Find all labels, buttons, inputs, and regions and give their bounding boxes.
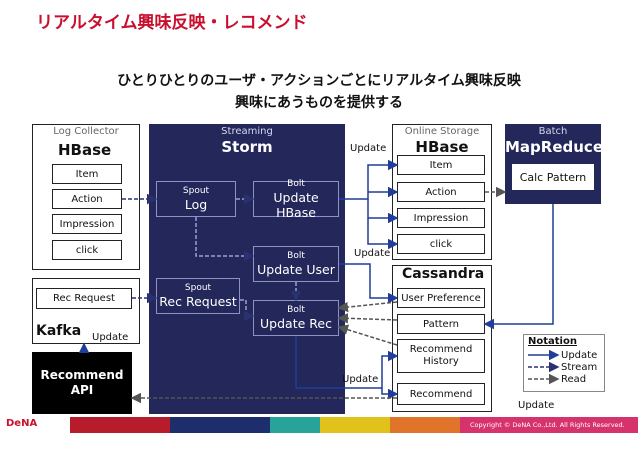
stream-spout-log-to-bolt-user xyxy=(195,217,255,262)
log-collector-hbase-title: HBase xyxy=(58,141,112,159)
spout-log-kind: Spout xyxy=(182,186,210,196)
streaming-label: Streaming xyxy=(221,126,273,137)
subtitle-line-2: 興味にあうものを提供する xyxy=(235,95,403,111)
batch-label: Batch xyxy=(538,126,568,137)
recommend-api-line1: Recommend xyxy=(40,368,124,382)
spout-rec-request-name: Rec Request xyxy=(159,294,237,309)
footer-logo-area xyxy=(0,417,30,433)
kafka-update-label: Update xyxy=(92,332,129,343)
spout-log: Spout Log xyxy=(156,181,236,217)
read-history-to-bolt-rec xyxy=(337,324,398,346)
cassandra-recommend-history: Recommend History xyxy=(397,339,485,373)
bolt-update-hbase-name: Update HBase xyxy=(273,189,319,220)
footer-band-pink xyxy=(460,417,638,433)
bolt-update-user-name: Update User xyxy=(257,262,335,277)
update-calc-pattern-to-pattern xyxy=(483,204,554,330)
legend-title: Notation xyxy=(528,336,577,347)
online-storage-label: Online Storage xyxy=(404,126,480,137)
log-hbase-click: click xyxy=(52,240,122,260)
update-cassandra-label: Update xyxy=(354,248,391,259)
bolt-update-user: Bolt Update User xyxy=(253,246,339,282)
log-hbase-action: Action xyxy=(52,189,122,209)
online-hbase-impression: Impression xyxy=(397,208,485,228)
page-title: リアルタイム興味反映・レコメンド xyxy=(36,13,308,33)
cassandra-recommend: Recommend xyxy=(397,383,485,405)
cassandra-pattern: Pattern xyxy=(397,314,485,334)
legend-read-label: Read xyxy=(561,374,587,385)
read-user-preference-to-bolt-rec xyxy=(337,301,398,313)
footer-band-red xyxy=(70,417,170,433)
legend-update-label: Update xyxy=(561,350,598,361)
log-hbase-item: Item xyxy=(52,164,122,184)
spout-rec-request-kind: Spout xyxy=(184,283,212,293)
spout-rec-request: Spout Rec Request xyxy=(156,278,240,314)
log-collector-label: Log Collector xyxy=(53,126,119,137)
online-hbase-title: HBase xyxy=(415,138,469,156)
update-bolt-hbase-to-impression xyxy=(367,199,399,224)
log-hbase-impression: Impression xyxy=(52,214,122,234)
kafka-title: Kafka xyxy=(36,323,82,339)
footer-band-yellow xyxy=(320,417,390,433)
bolt-update-user-kind: Bolt xyxy=(287,251,305,261)
bolt-update-hbase: Bolt Update HBase xyxy=(253,178,339,220)
calc-pattern-box: Calc Pattern xyxy=(512,164,594,190)
spout-log-name: Log xyxy=(184,197,208,212)
mapreduce-title: MapReduce xyxy=(505,138,603,156)
legend-stream-label: Stream xyxy=(561,362,598,373)
online-hbase-item: Item xyxy=(397,155,485,175)
recommend-api-line2: API xyxy=(70,383,94,397)
update-bolt-user-to-user-preference xyxy=(339,263,399,304)
bolt-update-rec-name: Update Rec xyxy=(260,316,332,331)
legend-box xyxy=(523,334,605,392)
copyright: Copyright © DeNA Co.,Ltd. All Rights Res… xyxy=(470,421,625,429)
update-bolt-rec-to-history xyxy=(295,336,399,389)
update-hbase-label: Update xyxy=(350,143,387,154)
dena-logo: DeNA xyxy=(6,418,38,429)
kafka-rec-request: Rec Request xyxy=(36,288,132,309)
update-bolt-rec-to-recommend xyxy=(381,388,399,400)
update-batch-label: Update xyxy=(518,400,555,411)
update-bolt-hbase-to-item xyxy=(339,159,399,200)
storm-title: Storm xyxy=(221,138,273,156)
update-recommend-label: Update xyxy=(342,374,379,385)
footer-band-navy xyxy=(170,417,270,433)
online-hbase-click: click xyxy=(397,234,485,254)
bolt-update-rec-kind: Bolt xyxy=(287,305,305,315)
recommend-api-box: Recommend API xyxy=(32,352,132,414)
footer-band-orange xyxy=(390,417,460,433)
subtitle-line-1: ひとりひとりのユーザ・アクションごとにリアルタイム興味反映 xyxy=(117,73,521,89)
footer-band-teal xyxy=(270,417,320,433)
bolt-update-hbase-kind: Bolt xyxy=(287,178,305,189)
cassandra-title: Cassandra xyxy=(402,266,485,282)
read-pattern-to-bolt-rec xyxy=(337,313,398,324)
stream-spout-rec-to-bolt-rec xyxy=(240,299,255,322)
update-bolt-hbase-to-click xyxy=(367,218,399,250)
